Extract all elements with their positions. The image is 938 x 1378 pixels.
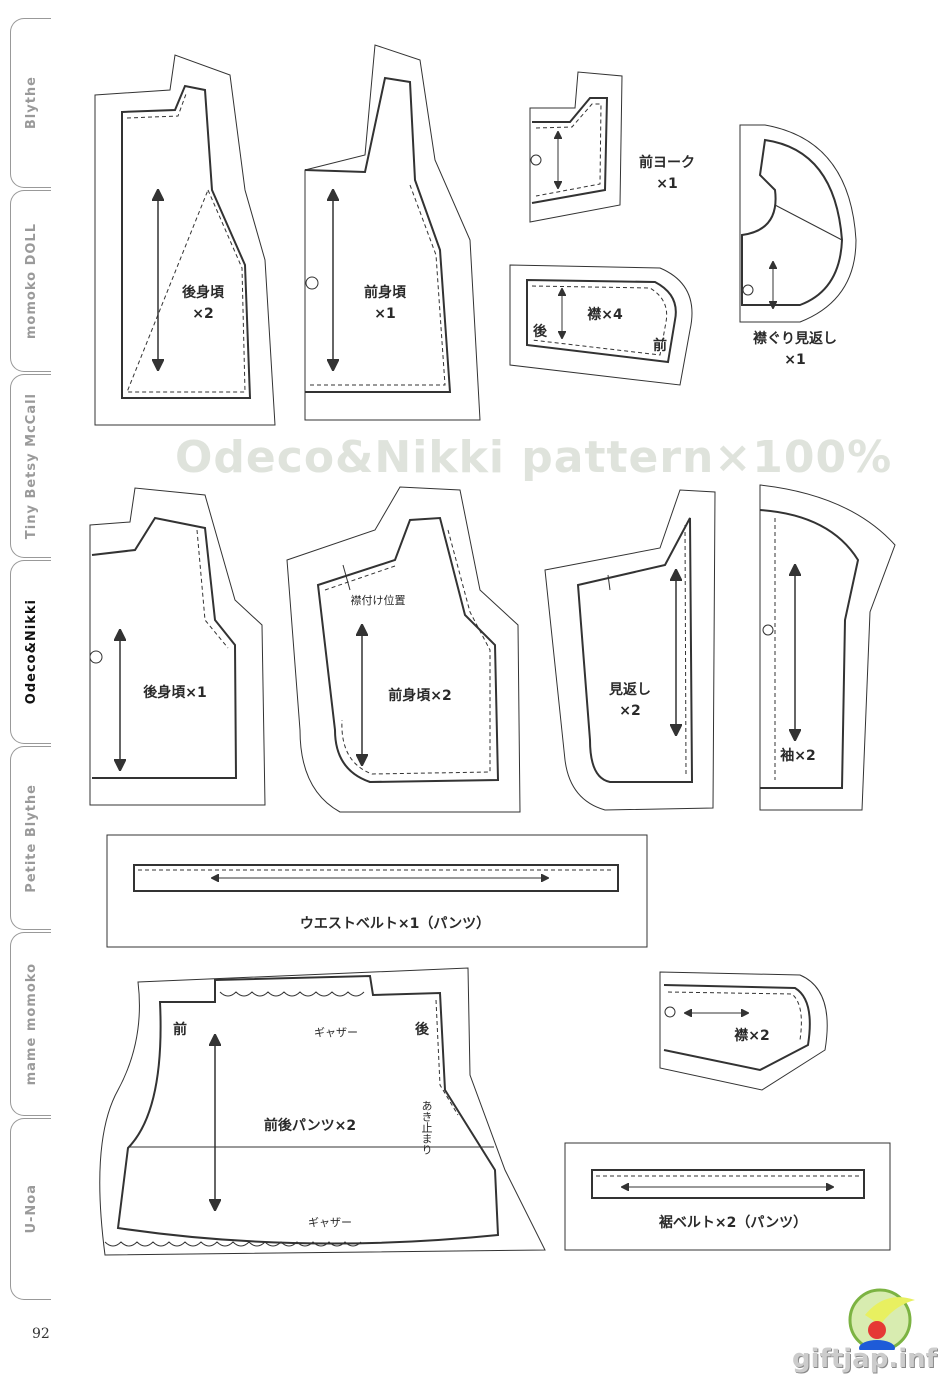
tab-tiny-betsy-mccall[interactable]: Tiny Betsy McCall	[10, 374, 51, 558]
tab-mame-momoko[interactable]: mame momoko	[10, 932, 51, 1116]
label-back-bodice-x2: 後身頃 ×2	[182, 285, 224, 322]
piece-collar-x2	[659, 971, 828, 1091]
tab-u-noa[interactable]: U-Noa	[10, 1118, 51, 1300]
label-pants-back: 後	[415, 1022, 429, 1038]
label-gather-bottom: ギャザー	[308, 1216, 352, 1229]
label-waist-belt: ウエストベルト×1（パンツ）	[299, 916, 491, 932]
piece-front-bodice-x2	[286, 486, 521, 813]
label-collar-x2: 襟×2	[734, 1028, 770, 1044]
label-collar-front: 前	[653, 338, 667, 354]
label-gather-top: ギャザー	[314, 1026, 358, 1039]
piece-neck-facing	[739, 124, 857, 323]
piece-pants	[99, 967, 546, 1256]
piece-sleeve-x2	[759, 484, 896, 811]
label-neck-facing: 襟ぐり見返し ×1	[753, 331, 837, 368]
label-opening-stop: あき止まり	[420, 1100, 433, 1155]
label-collar-x4: 襟×4	[587, 307, 623, 323]
tab-petite-blythe[interactable]: Petite Blythe	[10, 746, 51, 930]
page-number: 92	[32, 1326, 50, 1342]
piece-back-bodice-x1	[89, 487, 266, 806]
pattern-watermark: Odeco&Nikki pattern×100%	[175, 432, 893, 483]
tab-blythe[interactable]: Blythe	[10, 18, 51, 188]
label-front-yoke: 前ヨーク ×1	[639, 155, 695, 192]
label-sleeve-x2: 袖×2	[780, 748, 816, 764]
label-pants: 前後パンツ×2	[263, 1118, 357, 1134]
label-collar-back: 後	[533, 324, 547, 340]
piece-waist-belt	[106, 834, 648, 948]
piece-front-bodice-x1	[304, 44, 481, 421]
site-watermark: giftjap.info	[792, 1344, 938, 1374]
diy-club-logo	[848, 1288, 915, 1350]
label-pants-front: 前	[173, 1022, 187, 1038]
label-facing-x2: 見返し ×2	[609, 682, 651, 719]
label-back-bodice-x1: 後身頃×1	[143, 685, 207, 701]
piece-front-yoke	[529, 71, 623, 223]
label-collar-position: 襟付け位置	[350, 594, 406, 607]
label-front-bodice-x2: 前身頃×2	[388, 688, 452, 704]
tab-odeco-nikki[interactable]: Odeco&Nikki	[10, 560, 51, 744]
piece-hem-belt	[564, 1142, 891, 1251]
tab-momoko-doll[interactable]: momoko DOLL	[10, 190, 51, 372]
label-hem-belt: 裾ベルト×2（パンツ）	[658, 1215, 808, 1231]
label-front-bodice-x1: 前身頃 ×1	[364, 285, 406, 322]
piece-back-bodice-x2	[94, 54, 276, 426]
piece-collar-x4	[509, 264, 693, 386]
piece-facing-x2	[544, 489, 716, 811]
